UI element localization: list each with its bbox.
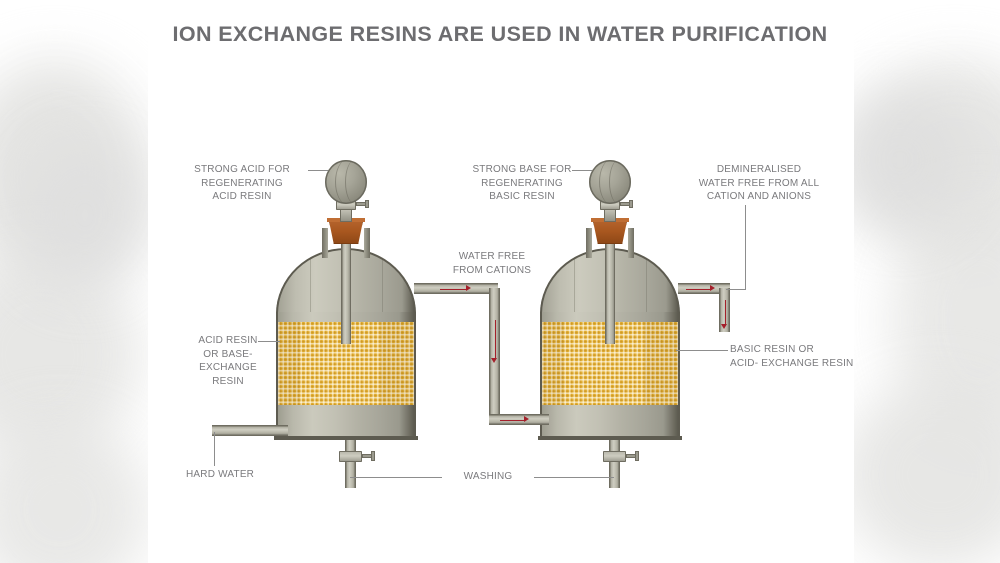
label-line: STRONG ACID FOR (194, 164, 290, 175)
label-line: CATION AND ANIONS (706, 191, 812, 202)
label-line: BASIC RESIN (489, 191, 555, 202)
leader-washing-right (534, 477, 614, 478)
flow-arrow-down (491, 358, 497, 363)
right-valve-knob-cap[interactable] (629, 200, 633, 208)
left-valve-knob[interactable] (356, 202, 366, 206)
leader-acid-resin (258, 341, 280, 342)
right-valve-collar[interactable] (600, 200, 620, 210)
flow-arrow-right (524, 416, 529, 422)
right-copper-funnel (593, 221, 627, 244)
backdrop-blob (0, 420, 150, 563)
label-demineralised-water: DEMINERALISED WATER FREE FROM ALL CATION… (694, 163, 824, 204)
label-line: WASHING (463, 471, 513, 482)
right-tank-base-rim (538, 436, 682, 440)
right-drain-pipe (609, 440, 620, 488)
flow-line (724, 300, 726, 326)
leader-demineralised-horizontal (726, 289, 746, 290)
label-line: DEMINERALISED (716, 164, 802, 175)
label-line: ACID- EXCHANGE RESIN (730, 357, 854, 369)
label-line: REGENERATING (201, 177, 283, 189)
left-drain-valve-collar[interactable] (339, 451, 362, 462)
right-internal-riser (605, 222, 615, 344)
left-drain-valve-handle[interactable] (362, 454, 372, 458)
right-drain-valve-collar[interactable] (603, 451, 626, 462)
label-acid-resin: ACID RESIN OR BASE- EXCHANGE RESIN (180, 334, 276, 388)
backdrop-blob (840, 380, 1000, 563)
right-funnel-wall (586, 228, 592, 258)
flow-line (494, 320, 496, 360)
left-valve-collar[interactable] (336, 200, 356, 210)
label-line: EXCHANGE (199, 362, 257, 373)
right-drain-valve-handle[interactable] (626, 454, 636, 458)
left-drain-pipe (345, 440, 356, 488)
hard-water-inlet-pipe (212, 425, 288, 436)
label-line: OR BASE- (203, 348, 253, 360)
flow-line (440, 288, 468, 290)
label-strong-base: STRONG BASE FOR REGENERATING BASIC RESIN (462, 163, 582, 204)
label-line: FROM CATIONS (452, 264, 532, 276)
label-line: WATER FREE FROM ALL (698, 177, 820, 189)
left-regenerant-sphere (325, 160, 367, 204)
label-basic-resin: BASIC RESIN OR ACID- EXCHANGE RESIN (730, 343, 860, 370)
flow-arrow-down (721, 324, 727, 329)
right-resin-shade (644, 322, 678, 405)
right-resin-shade (542, 322, 564, 405)
label-line: STRONG BASE FOR (472, 164, 572, 175)
flow-line (686, 288, 712, 290)
leader-hard-water-vertical (214, 432, 215, 466)
leader-strong-acid (308, 170, 328, 171)
leader-demineralised-vertical (745, 205, 746, 289)
flow-arrow-right (710, 285, 715, 291)
label-line: REGENERATING (481, 177, 563, 189)
label-line: WATER FREE (458, 251, 526, 262)
label-line: RESIN (212, 375, 244, 387)
right-valve-knob[interactable] (620, 202, 630, 206)
label-line: ACID RESIN (198, 335, 258, 346)
label-strong-acid: STRONG ACID FOR REGENERATING ACID RESIN (182, 163, 302, 204)
label-line: ACID RESIN (212, 191, 272, 202)
left-drain-valve-cap[interactable] (371, 451, 375, 461)
label-line: BASIC RESIN OR (730, 344, 814, 355)
left-funnel-wall (322, 228, 328, 258)
left-copper-funnel (329, 221, 363, 244)
white-canvas-panel (148, 0, 854, 563)
flow-arrow-right (466, 285, 471, 291)
leader-washing-left (350, 477, 442, 478)
right-drain-valve-cap[interactable] (635, 451, 639, 461)
left-resin-shade (380, 322, 414, 405)
label-hard-water: HARD WATER (186, 468, 296, 482)
label-line: HARD WATER (186, 469, 255, 480)
left-internal-riser (341, 222, 351, 344)
right-regenerant-sphere (589, 160, 631, 204)
leader-basic-resin (676, 350, 728, 351)
label-water-free-cations: WATER FREE FROM CATIONS (432, 250, 552, 277)
backdrop-blob (20, 140, 150, 290)
right-funnel-wall (628, 228, 634, 258)
left-funnel-wall (364, 228, 370, 258)
leader-strong-base (572, 170, 592, 171)
left-tank-base-rim (274, 436, 418, 440)
left-resin-shade (278, 322, 300, 405)
label-washing: WASHING (443, 470, 533, 484)
page-title: ION EXCHANGE RESINS ARE USED IN WATER PU… (172, 22, 828, 46)
left-valve-knob-cap[interactable] (365, 200, 369, 208)
flow-line (500, 419, 526, 421)
